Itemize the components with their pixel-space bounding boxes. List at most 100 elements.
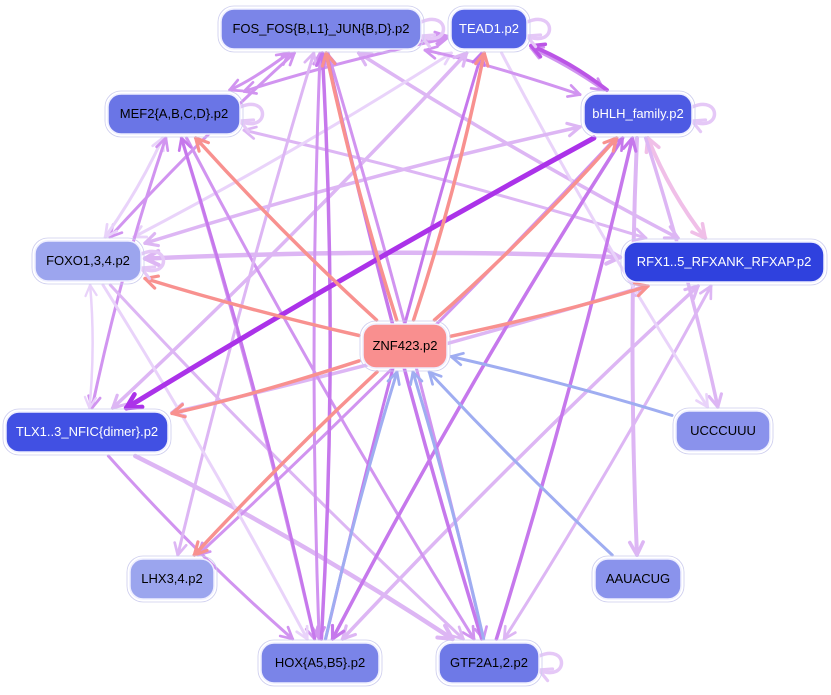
edge-arrowhead — [690, 222, 707, 240]
node-label: HOX{A5,B5}.p2 — [275, 655, 365, 670]
node-HOX[interactable]: HOX{A5,B5}.p2 — [257, 639, 383, 687]
edge-line — [88, 283, 94, 410]
edge-arrowhead — [695, 392, 709, 409]
edge-MEF2-RFX — [242, 125, 648, 242]
node-box[interactable] — [438, 642, 540, 684]
edge-bHLH-TEAD1 — [529, 42, 609, 92]
node-box[interactable] — [362, 323, 448, 369]
node-box[interactable] — [220, 8, 422, 50]
edge-arrowhead — [155, 136, 170, 153]
edge-AAUACUG-ZNF423 — [427, 370, 614, 557]
edge-arrowhead — [84, 283, 98, 298]
node-ring — [435, 639, 543, 687]
node-bHLH[interactable]: bHLH_family.p2 — [580, 90, 696, 138]
node-box[interactable] — [583, 93, 693, 135]
node-label: RFX1..5_RFXANK_RFXAP.p2 — [637, 254, 812, 269]
node-ring — [359, 320, 451, 372]
node-LHX[interactable]: LHX3,4.p2 — [126, 555, 218, 603]
edge-line — [324, 370, 399, 641]
edge-line — [132, 51, 453, 239]
edge-arrowhead — [340, 624, 357, 641]
node-box[interactable] — [107, 93, 241, 135]
edge-FOXO-bHLH — [143, 121, 582, 248]
node-box[interactable] — [450, 8, 528, 50]
edge-line — [176, 51, 316, 557]
edge-ZNF423-FOS — [320, 51, 399, 322]
edge-arrowhead — [409, 370, 424, 386]
edge-arrowhead — [461, 624, 476, 641]
node-UCCCUUU[interactable]: UCCCUUU — [672, 407, 774, 455]
node-MEF2[interactable]: MEF2{A,B,C,D}.p2 — [104, 90, 244, 138]
node-FOS[interactable]: FOS_FOS{B,L1}_JUN{B,D}.p2 — [217, 5, 425, 53]
node-box[interactable] — [260, 642, 380, 684]
node-ring — [580, 90, 696, 138]
node-ring — [620, 238, 828, 286]
edge-line — [192, 370, 379, 557]
node-box[interactable] — [129, 558, 215, 600]
edge-arrowhead — [111, 393, 128, 410]
edge-arrowhead — [423, 45, 439, 60]
edge-arrowhead — [631, 227, 648, 242]
edge-ZNF423-LHX — [192, 370, 379, 557]
node-AAUACUG[interactable]: AAUACUG — [591, 555, 685, 603]
edge-FOS-LHX — [173, 51, 318, 557]
node-ring — [257, 639, 383, 687]
edge-arrowhead — [280, 51, 296, 67]
self-loop-line — [690, 102, 717, 126]
node-ring — [217, 5, 425, 53]
edge-line — [449, 355, 674, 417]
edge-ZNF423-RFX — [449, 282, 650, 338]
node-box[interactable] — [594, 558, 682, 600]
node-FOXO[interactable]: FOXO1,3,4.p2 — [31, 237, 145, 285]
edge-line — [133, 453, 455, 642]
node-ZNF423[interactable]: ZNF423.p2 — [359, 320, 451, 372]
edge-HOX-FOS — [315, 51, 332, 641]
edge-MEF2-GTF2A — [185, 136, 476, 641]
node-box[interactable] — [675, 410, 771, 452]
edge-arrowhead — [433, 30, 449, 46]
node-label: AAUACUG — [606, 571, 670, 586]
node-box[interactable] — [34, 240, 142, 282]
node-TEAD1[interactable]: TEAD1.p2 — [447, 5, 531, 53]
node-ring — [104, 90, 244, 138]
edge-line — [494, 136, 635, 641]
edge-line — [502, 284, 713, 641]
node-box[interactable] — [5, 411, 169, 453]
node-box[interactable] — [623, 241, 825, 283]
edge-arrowhead — [502, 624, 517, 641]
edge-arrowhead — [452, 51, 469, 68]
node-label: FOXO1,3,4.p2 — [46, 253, 130, 268]
edge-arrowhead — [699, 284, 713, 301]
node-label: bHLH_family.p2 — [592, 106, 684, 121]
edge-arrowhead — [242, 125, 258, 140]
edge-line — [529, 46, 606, 92]
edge-line — [324, 51, 399, 322]
node-label: TEAD1.p2 — [459, 21, 519, 36]
node-TLX[interactable]: TLX1..3_NFIC{dimer}.p2 — [2, 408, 172, 456]
edge-arrowhead — [644, 136, 661, 155]
edge-line — [143, 125, 582, 245]
edge-line — [500, 51, 710, 409]
node-label: ZNF423.p2 — [372, 338, 437, 353]
edge-TLX-TEAD1 — [110, 51, 469, 410]
edge-line — [108, 283, 465, 641]
edge-line — [185, 136, 476, 641]
self-loop-line — [525, 17, 552, 41]
edge-arrowhead — [177, 136, 192, 152]
node-ring — [2, 408, 172, 456]
edge-line — [101, 283, 309, 641]
edge-FOXO-HOX — [101, 283, 309, 641]
node-label: GTF2A1,2.p2 — [450, 655, 528, 670]
node-GTF2A[interactable]: GTF2A1,2.p2 — [435, 639, 543, 687]
edge-line — [193, 136, 379, 322]
edge-arrowhead — [386, 370, 401, 386]
node-RFX[interactable]: RFX1..5_RFXANK_RFXAP.p2 — [620, 238, 828, 286]
edge-line — [170, 359, 361, 416]
self-loop-line — [537, 651, 564, 675]
edge-arrowhead — [449, 625, 465, 641]
edge-arrowhead — [435, 623, 455, 642]
node-label: MEF2{A,B,C,D}.p2 — [120, 106, 228, 121]
edge-TEAD1-UCCCUUU — [500, 51, 710, 409]
